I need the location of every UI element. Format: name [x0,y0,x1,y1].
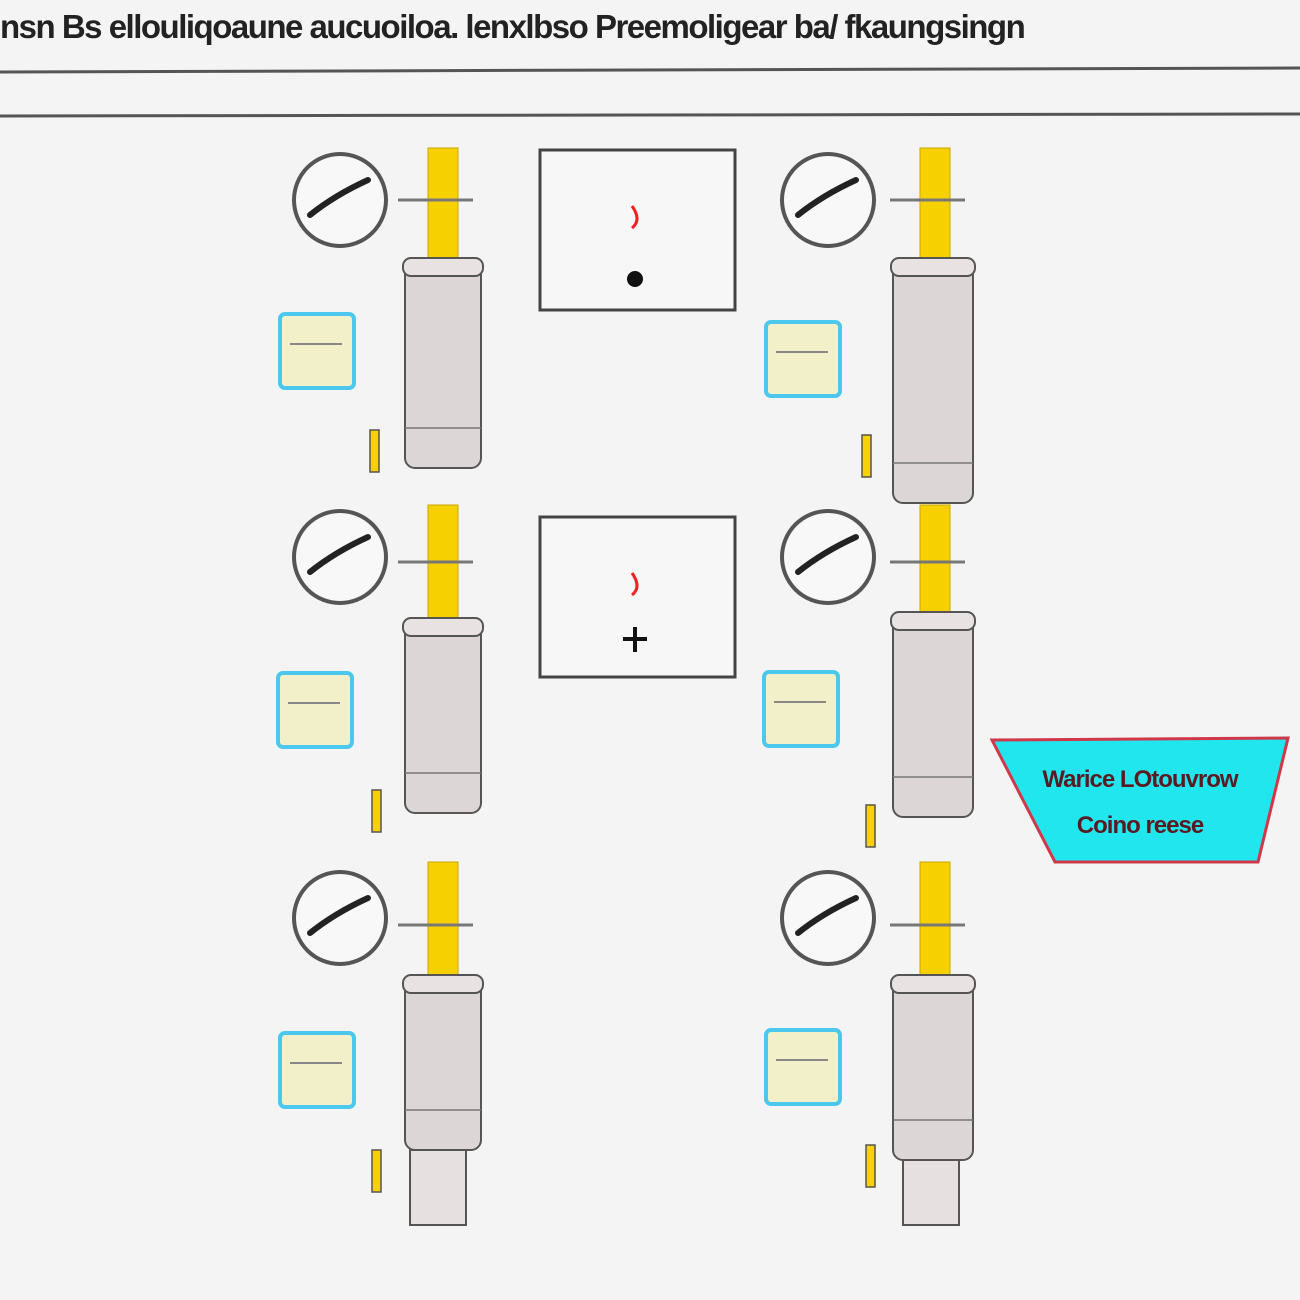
outlet-stub [902,1159,960,1226]
side-valve-icon [371,789,382,833]
cylinder-cap [890,611,976,631]
cylinder-cap [402,974,484,994]
filter-cylinder [892,974,974,1161]
pressure-gauge-icon [780,870,876,966]
black-dot-marker [627,271,643,287]
yellow-pipe-segment [427,147,459,261]
page-title: nsn Bs ellouliqoaune aucuoiloa. lenxlbso… [0,8,1026,45]
cylinder-cap [890,257,976,277]
side-valve-icon [865,1144,876,1188]
red-marker [630,572,639,597]
indicator-panel-icon [764,1028,842,1106]
header-rule [0,112,1300,118]
side-valve-icon [861,434,872,478]
gauge-needle [795,895,859,936]
yellow-pipe-segment [919,861,951,981]
outlet-stub [409,1149,467,1226]
filter-cylinder [404,974,482,1151]
cylinder-cap [402,617,484,637]
callout-label-line1: Warice LOtouvrow [1042,766,1238,793]
callout-box [989,736,1290,864]
cylinder-cap [402,257,484,277]
red-marker [630,205,639,230]
pressure-gauge-icon [780,509,876,605]
side-valve-icon [371,1149,382,1193]
gauge-needle [795,177,859,218]
cross-marker [623,627,647,652]
pressure-gauge-icon [292,152,388,248]
filter-cylinder [892,611,974,818]
indicator-panel-icon [278,312,356,390]
gauge-needle [307,895,371,936]
side-valve-icon [865,804,876,848]
gauge-needle [307,534,371,575]
cylinder-cap [890,974,976,994]
pressure-gauge-icon [292,870,388,966]
side-valve-icon [369,429,380,473]
indicator-panel-icon [764,320,842,398]
indicator-panel-icon [276,671,354,749]
gauge-needle [795,534,859,575]
header-rule [0,66,1300,74]
pressure-gauge-icon [292,509,388,605]
filter-cylinder [892,257,974,504]
pressure-gauge-icon [780,152,876,248]
indicator-panel-icon [762,670,840,748]
filter-cylinder [404,617,482,814]
yellow-pipe-segment [919,147,951,261]
filter-cylinder [404,257,482,469]
yellow-pipe-segment [427,861,459,981]
indicator-panel-icon [278,1031,356,1109]
callout-label-line2: Coino reese [1076,812,1204,839]
gauge-needle [307,177,371,218]
reference-box [538,515,737,679]
